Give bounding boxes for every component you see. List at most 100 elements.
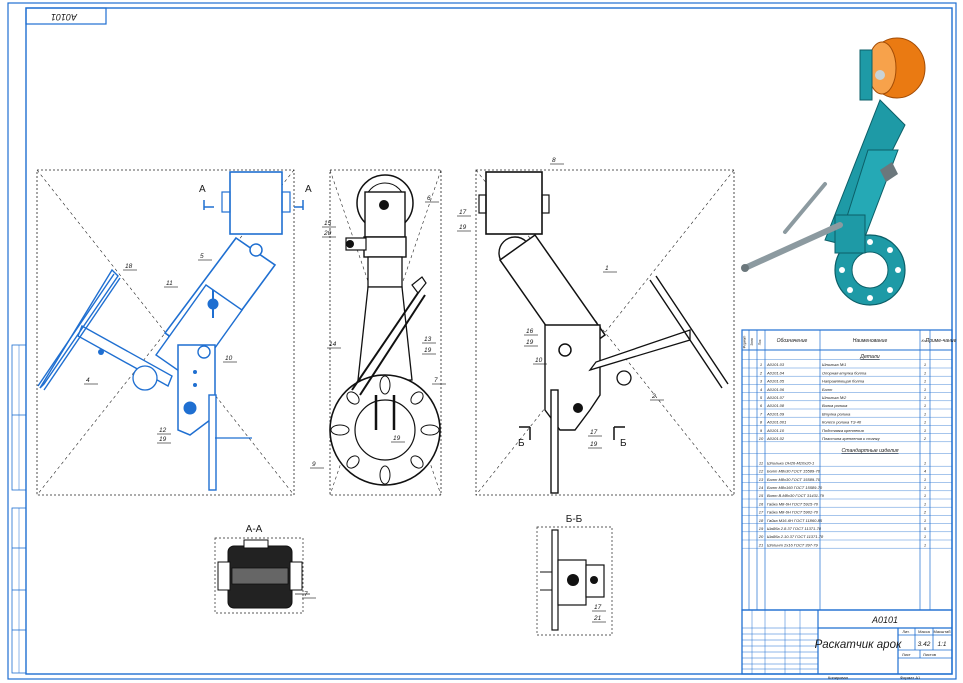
table-row-name: Шпилька ОН26-М10х20-1 (767, 460, 814, 465)
callout-number: 10 (225, 355, 233, 362)
table-row-code: А0101.05 (766, 379, 785, 384)
section-arrow-b-left: Б (518, 438, 525, 449)
section-arrow-b-right: Б (620, 438, 627, 449)
table-row-name: Втулка ролика (822, 411, 851, 416)
table-row-name: Вилка ролика (822, 403, 848, 408)
table-row-pos: 5 (760, 395, 763, 400)
table-header-cell: Обозначение (777, 338, 808, 344)
table-row-pos: 4 (760, 387, 763, 392)
section-arrow-a-left: A (199, 184, 206, 195)
table-row-qty: 1 (924, 411, 926, 416)
corner-stamp: А0101 (51, 12, 78, 22)
table-row-pos: 17 (759, 510, 764, 515)
outer-frame (7, 2, 957, 680)
table-row-qty: 1 (924, 493, 926, 498)
title-block-col-mass: Масса (918, 629, 931, 634)
callout-number: 19 (424, 347, 432, 354)
table-row-pos: 12 (759, 469, 764, 474)
title-block-title: Раскатчик арок (815, 639, 902, 651)
table-row-qty: 2 (923, 436, 927, 441)
title-block-col-litera: Лит. (902, 629, 909, 634)
table-row-name: Направляющая болта (822, 379, 865, 384)
table-section-label: Стандартные изделия (841, 448, 898, 454)
left-binding-strip (11, 344, 27, 674)
callout-number: 10 (535, 357, 543, 364)
section-arrow-a-right: A (305, 184, 312, 195)
callout-number: 16 (526, 328, 534, 335)
footer-copied: Копировал (828, 675, 849, 680)
table-row-pos: 1 (760, 362, 762, 367)
table-row-qty: 1 (924, 477, 926, 482)
callout-number: 19 (393, 435, 401, 442)
callout-number: 8 (552, 157, 556, 164)
table-row-pos: 18 (759, 518, 764, 523)
title-block-sheets: Листов (923, 652, 936, 657)
section-aa-view (214, 537, 310, 614)
section-bb-title: Б-Б (566, 514, 583, 525)
callout-number: 15 (324, 220, 332, 227)
callout-number: 4 (86, 377, 90, 384)
callout-number: 14 (329, 341, 337, 348)
table-row-code: А0101.001 (766, 420, 786, 425)
callout-number: 6 (427, 195, 431, 202)
table-row-qty: 5 (924, 526, 927, 531)
section-bb-view (536, 526, 613, 636)
table-row-qty: 1 (924, 362, 926, 367)
title-block-mass: 3.42 (918, 641, 931, 648)
table-row-pos: 14 (759, 485, 764, 490)
table-row-code: А0101.02 (766, 436, 785, 441)
table-header-cell: Зона (750, 338, 754, 345)
table-row-qty: 1 (924, 460, 926, 465)
callout-number: 17 (590, 429, 598, 436)
callout-number: 2 (651, 393, 656, 400)
table-row-name: Болт М8х30 ГОСТ 15589-70 (767, 477, 821, 482)
table-row-pos: 21 (758, 542, 763, 547)
table-row-qty: 1 (924, 428, 926, 433)
table-section-label: Детали (859, 354, 879, 360)
callout-number: 19 (590, 441, 598, 448)
table-row-qty: 1 (924, 534, 926, 539)
table-row-pos: 7 (760, 411, 763, 416)
table-row-qty: 1 (924, 420, 926, 425)
table-row-pos: 10 (759, 436, 764, 441)
table-header-cell: Приме-чание (926, 338, 957, 344)
callout-number: 20 (323, 230, 332, 237)
table-row-name: Шайба 2.8.37 ГОСТ 11371-78 (767, 526, 822, 531)
view-front-left (36, 169, 304, 496)
section-aa-title: A-A (246, 524, 263, 535)
callout-number: 13 (424, 336, 432, 343)
title-block-scale: 1:1 (937, 641, 946, 648)
table-row-qty: 1 (924, 370, 926, 375)
callout-layer: 1851110412191520614131971998171911619102… (84, 157, 664, 623)
table-row-qty: 1 (924, 395, 926, 400)
callout-number: 9 (312, 461, 316, 468)
title-block-sheet: Лист (902, 652, 911, 657)
table-row-name: Гайка М16-6Н ГОСТ 11860-85 (767, 518, 823, 523)
table-row-name: Подставка крепления (822, 428, 865, 433)
callout-number: 19 (159, 436, 167, 443)
title-block-code: А0101 (871, 615, 898, 625)
table-row-qty: 1 (924, 518, 926, 523)
footer-format: Формат А1 (900, 675, 921, 680)
table-row-code: А0101.03 (766, 362, 785, 367)
callout-number: 19 (459, 224, 467, 231)
table-row-pos: 11 (759, 460, 763, 465)
table-row-qty: 4 (924, 469, 927, 474)
table-row-name: Болт (822, 387, 833, 392)
table-row-name: Гайка М8-6Н ГОСТ 5915-70 (767, 501, 819, 506)
table-row-qty: 1 (924, 387, 926, 392)
callout-number: 18 (125, 263, 133, 270)
table-row-code: А0101.04 (766, 370, 785, 375)
table-row-pos: 19 (759, 526, 764, 531)
table-row-code: А0101.10 (766, 428, 785, 433)
callout-number: 12 (159, 427, 167, 434)
table-row-pos: 16 (759, 501, 764, 506)
corner-stamp-box (25, 7, 107, 25)
table-row-pos: 13 (759, 477, 764, 482)
table-header-cell: Поз. (758, 339, 762, 346)
callout-number: 17 (459, 209, 467, 216)
table-row-qty: 1 (924, 542, 926, 547)
table-row-qty: 1 (924, 379, 926, 384)
table-row-pos: 2 (759, 370, 763, 375)
